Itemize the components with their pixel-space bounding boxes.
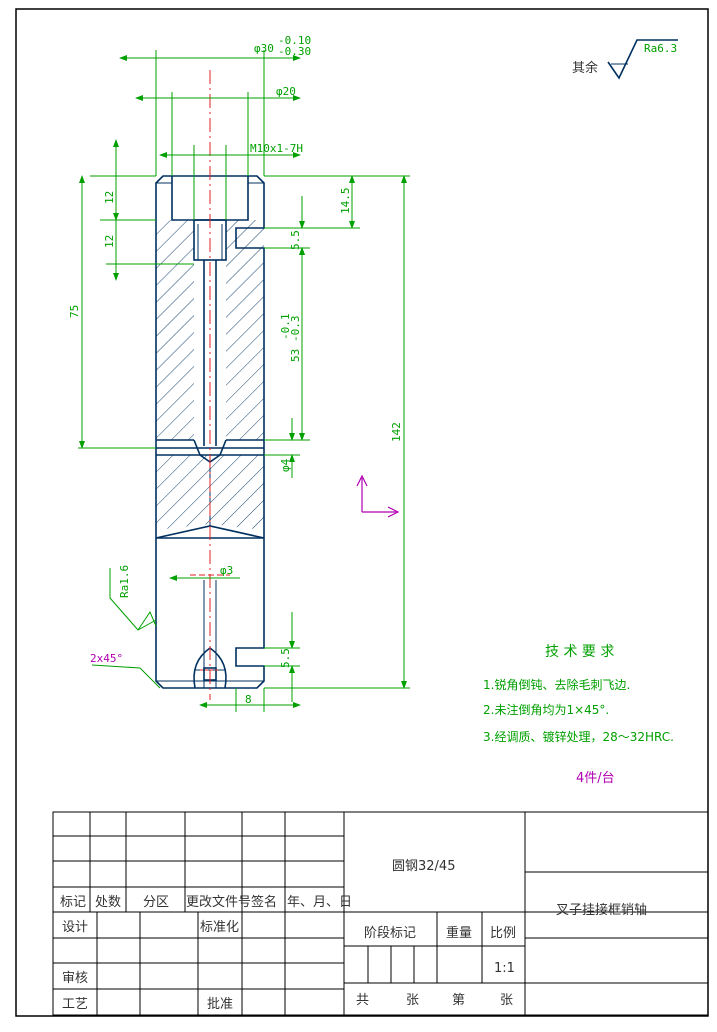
title-block bbox=[52, 811, 709, 1016]
dim-len-53: 53 bbox=[289, 349, 302, 362]
header-signature: 签名 bbox=[251, 894, 277, 910]
tech-req-title: 技 术 要 求 bbox=[545, 644, 614, 660]
surface-finish-symbol: 其余 Ra6.3 bbox=[572, 39, 678, 80]
quantity-per-unit: 4件/台 bbox=[576, 771, 615, 786]
header-mark: 标记 bbox=[60, 895, 86, 910]
header-change-doc: 更改文件号 bbox=[186, 895, 251, 910]
hatch-area-right bbox=[226, 220, 264, 440]
hatch-area-left bbox=[156, 220, 194, 440]
role-review: 审核 bbox=[62, 971, 88, 986]
roughness-value: Ra6.3 bbox=[644, 42, 677, 55]
dim-ra-1-6: Ra1.6 bbox=[118, 565, 131, 598]
dim-groove-bottom: 5.5 bbox=[279, 648, 292, 668]
sheet-no-label: 第 bbox=[452, 993, 465, 1008]
dim-len-75: 75 bbox=[68, 305, 81, 318]
dim-len-53-lower: -0.3 bbox=[289, 316, 302, 343]
part-name: 叉子挂接框销轴 bbox=[556, 902, 647, 918]
part-outline bbox=[155, 175, 265, 689]
other-surface-label: 其余 bbox=[572, 60, 598, 76]
header-count: 处数 bbox=[95, 895, 121, 910]
weight-label: 重量 bbox=[446, 925, 472, 941]
role-design: 设计 bbox=[62, 920, 88, 935]
dim-bore-dia: φ20 bbox=[276, 85, 296, 98]
tech-req-item-1: 1.锐角倒钝、去除毛刺飞边. bbox=[483, 677, 630, 692]
dim-len-14-5: 14.5 bbox=[339, 188, 352, 215]
sheets-label-b: 张 bbox=[500, 993, 513, 1008]
total-label: 共 bbox=[356, 993, 369, 1008]
dim-len-142: 142 bbox=[390, 422, 403, 442]
dim-outer-dia: φ30 bbox=[254, 42, 274, 55]
dim-len-8: 8 bbox=[245, 693, 252, 706]
dim-hole-4: φ4 bbox=[279, 458, 292, 472]
dim-outer-dia-upper: -0.10 bbox=[278, 34, 311, 47]
dim-thread: M10x1-7H bbox=[250, 142, 303, 155]
material: 圆钢32/45 bbox=[392, 859, 455, 874]
tech-req-item-3: 3.经调质、镀锌处理，28～32HRC. bbox=[483, 730, 674, 744]
role-approve: 批准 bbox=[207, 997, 233, 1012]
dim-outer-dia-lower: -0.30 bbox=[278, 45, 311, 58]
sheets-label-a: 张 bbox=[406, 993, 419, 1008]
header-zone: 分区 bbox=[143, 895, 169, 910]
scale-value: 1:1 bbox=[494, 961, 515, 976]
header-date: 年、月、日 bbox=[287, 895, 352, 910]
dim-cross-hole-3: φ3 bbox=[220, 564, 233, 577]
dim-len-53-upper: -0.1 bbox=[279, 314, 292, 341]
ucs-icon bbox=[356, 474, 400, 518]
tech-req-item-2: 2.未注倒角均为1×45°. bbox=[483, 702, 609, 717]
dimension-lines bbox=[78, 50, 410, 712]
drawing-border bbox=[15, 8, 709, 1017]
stage-mark: 阶段标记 bbox=[364, 926, 416, 941]
role-standard: 标准化 bbox=[200, 920, 239, 935]
scale-label: 比例 bbox=[490, 926, 516, 941]
dim-top-12a: 12 bbox=[103, 191, 116, 204]
dim-chamfer: 2x45° bbox=[90, 652, 123, 665]
dim-top-12b: 12 bbox=[103, 235, 116, 248]
dim-groove-top: 5.5 bbox=[289, 230, 302, 250]
role-process: 工艺 bbox=[62, 997, 88, 1012]
